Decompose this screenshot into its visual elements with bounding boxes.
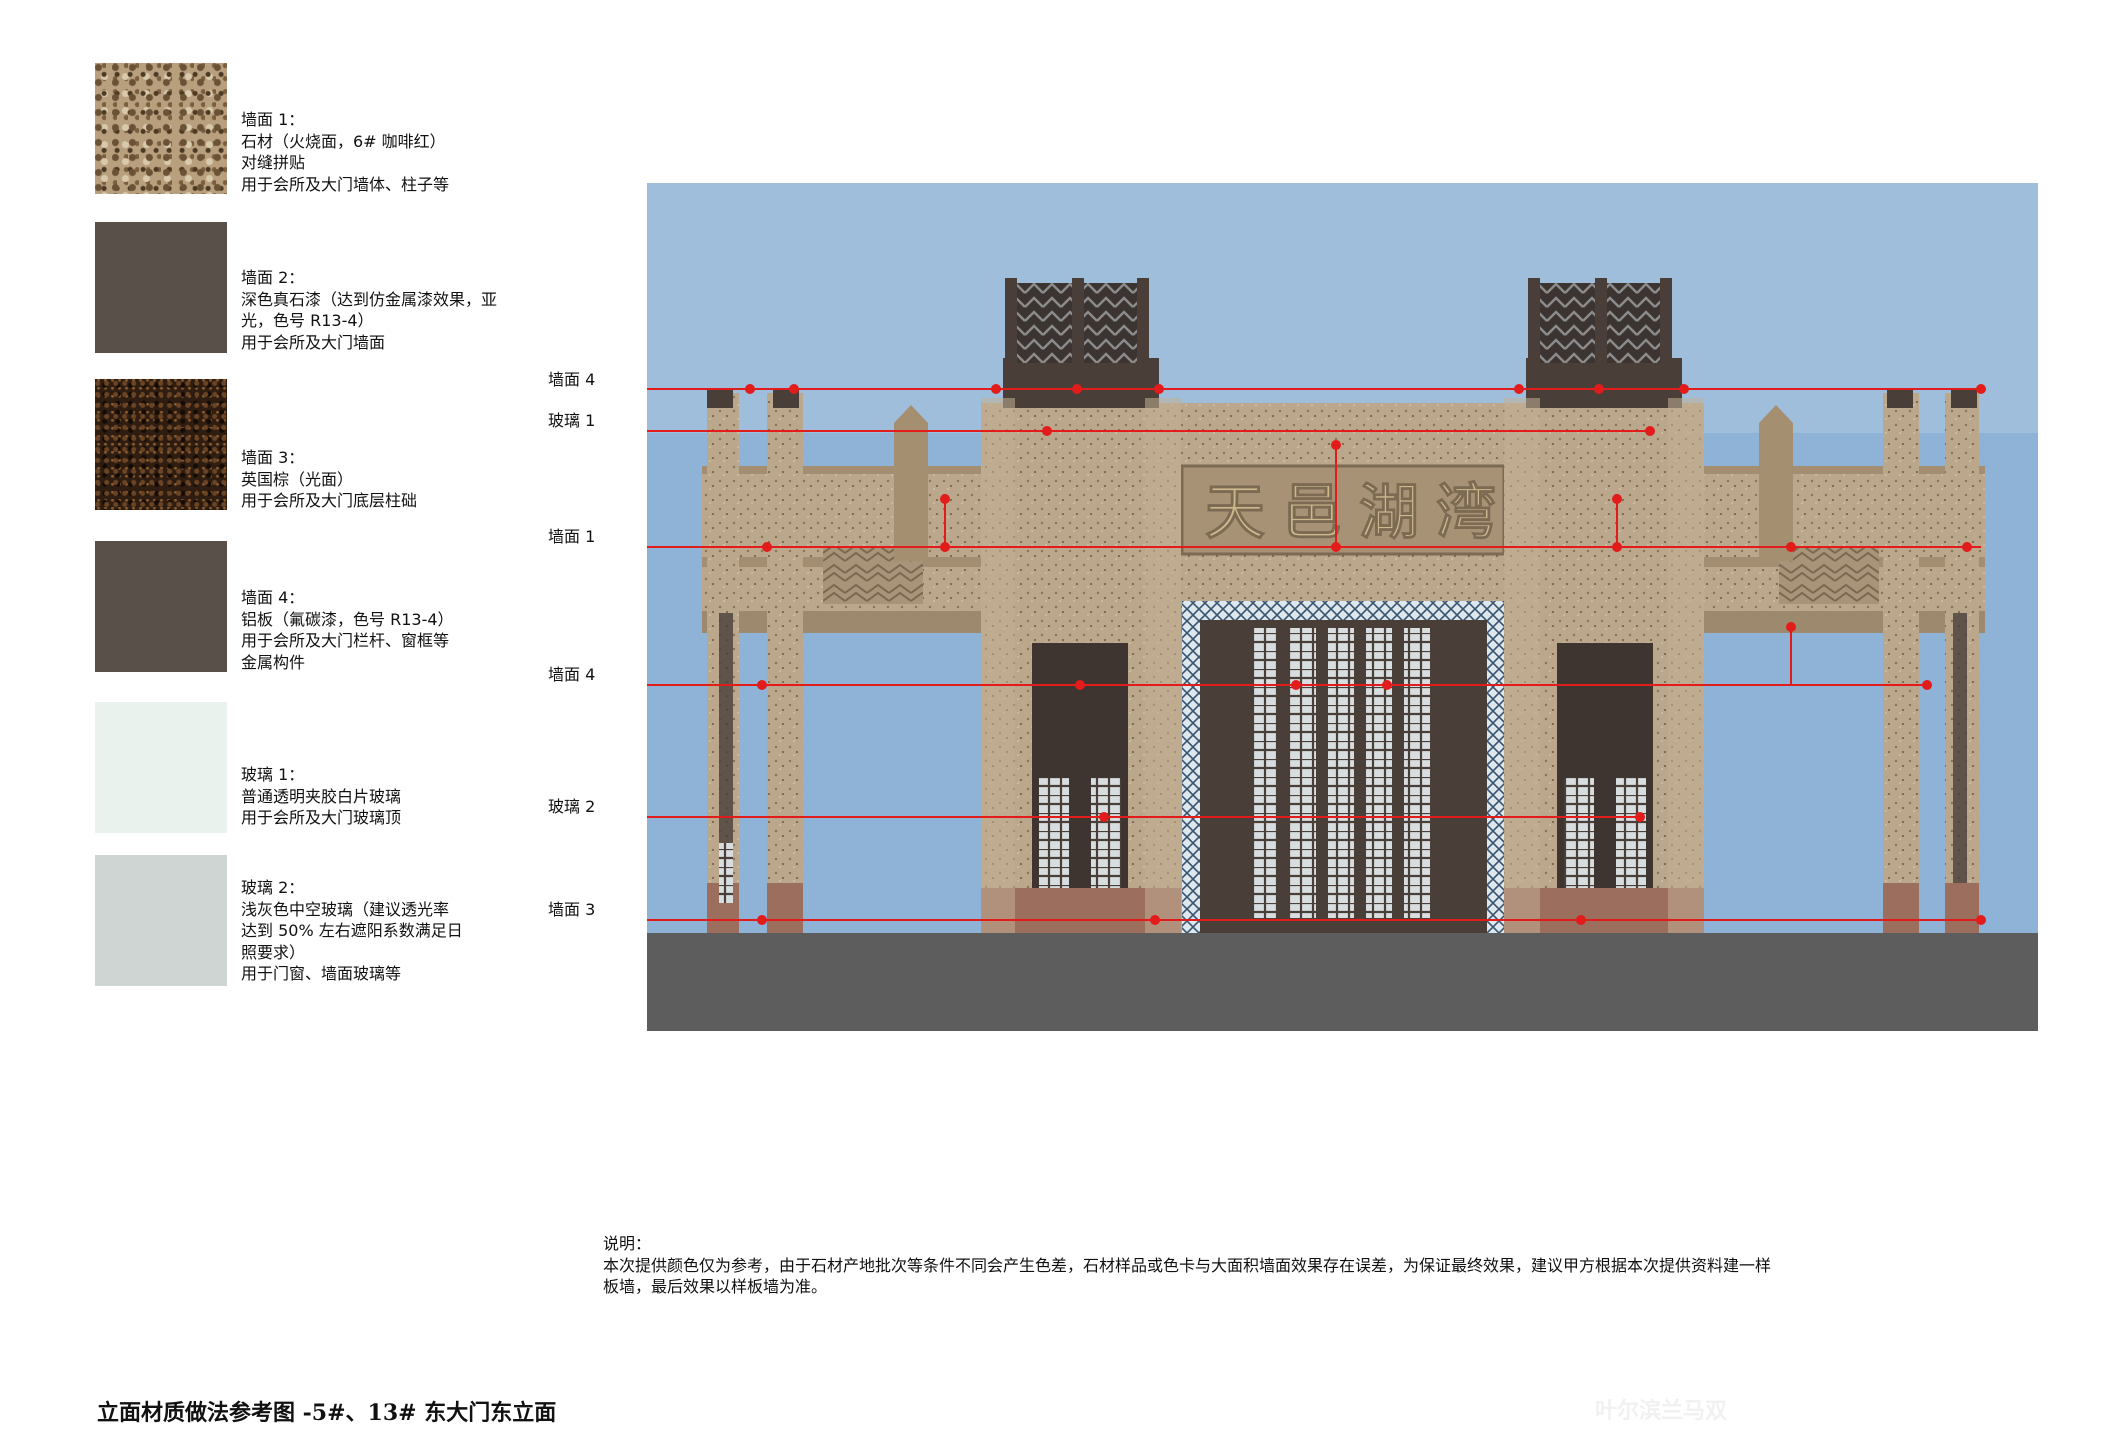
callout-label: 墙面 3: [548, 900, 596, 919]
material-line: 普通透明夹胶白片玻璃: [241, 786, 402, 806]
material-line: 深色真石漆（达到仿金属漆效果，亚: [241, 289, 498, 309]
callout-label: 玻璃 2: [548, 797, 596, 816]
material-line: 用于会所及大门玻璃顶: [241, 808, 402, 827]
material-title: 墙面 4：: [241, 588, 305, 607]
ground: [647, 933, 2038, 1031]
material-title: 墙面 1：: [241, 110, 305, 129]
note-line: 本次提供颜色仅为参考，由于石材产地批次等条件不同会产生色差，石材样品或色卡与大面…: [603, 1255, 1772, 1275]
callout-label: 玻璃 1: [548, 411, 596, 430]
material-title: 墙面 3：: [241, 448, 305, 467]
callout-label: 墙面 1: [548, 527, 596, 546]
material-label-glass-1: 玻璃 1： 普通透明夹胶白片玻璃 用于会所及大门玻璃顶: [241, 764, 541, 829]
material-swatch-wall-1: [95, 63, 227, 194]
material-label-wall-1: 墙面 1： 石材（火烧面，6# 咖啡红） 对缝拼贴 用于会所及大门墙体、柱子等: [241, 109, 541, 195]
material-label-wall-3: 墙面 3： 英国棕（光面） 用于会所及大门底层柱础: [241, 447, 541, 512]
gate-sign-char: 邑: [1282, 478, 1342, 548]
material-line: 用于会所及大门墙面: [241, 332, 386, 352]
material-line: 用于会所及大门栏杆、窗框等: [241, 631, 450, 650]
material-label-wall-4: 墙面 4： 铝板（氟碳漆，色号 R13-4） 用于会所及大门栏杆、窗框等 金属构…: [241, 587, 541, 673]
material-label-glass-2: 玻璃 2： 浅灰色中空玻璃（建议透光率 达到 50% 左右遮阳系数满足日 照要求…: [241, 877, 541, 985]
material-swatch-wall-2: [95, 222, 227, 353]
material-line: 石材（火烧面，6# 咖啡红）: [241, 131, 446, 151]
faint-watermark-text: 叶尔滨兰马双: [1595, 1399, 1728, 1424]
material-swatch-wall-3: [95, 379, 227, 510]
material-line: 金属构件: [241, 652, 306, 672]
gate-sign-char: 湾: [1436, 478, 1496, 548]
material-swatch-glass-1: [95, 702, 227, 833]
material-line: 达到 50% 左右遮阳系数满足日: [241, 921, 463, 940]
material-line: 用于会所及大门底层柱础: [241, 491, 418, 510]
gate-elevation-drawing: 天 邑 湖 湾: [647, 183, 2038, 1031]
material-line: 浅灰色中空玻璃（建议透光率: [241, 899, 450, 919]
callout-dots: [745, 384, 1986, 925]
material-title: 玻璃 1：: [241, 765, 305, 784]
material-swatch-wall-4: [95, 541, 227, 672]
material-swatch-glass-2: [95, 855, 227, 986]
material-label-wall-2: 墙面 2： 深色真石漆（达到仿金属漆效果，亚 光，色号 R13-4） 用于会所及…: [241, 267, 541, 353]
material-title: 玻璃 2：: [241, 878, 305, 897]
note-block: 说明： 本次提供颜色仅为参考，由于石材产地批次等条件不同会产生色差，石材样品或色…: [603, 1233, 1973, 1298]
callout-label: 墙面 4: [548, 370, 596, 389]
callout-lines: [647, 388, 1981, 921]
gate-sign-char: 天: [1205, 478, 1265, 548]
material-line: 英国棕（光面）: [241, 469, 354, 489]
note-heading: 说明：: [603, 1234, 652, 1253]
material-line: 光，色号 R13-4）: [241, 311, 374, 330]
material-line: 铝板（氟碳漆，色号 R13-4）: [241, 609, 454, 629]
page-title: 立面材质做法参考图 -5#、13# 东大门东立面: [97, 1400, 557, 1426]
material-line: 用于会所及大门墙体、柱子等: [241, 174, 450, 194]
material-line: 用于门窗、墙面玻璃等: [241, 964, 402, 983]
material-line: 照要求）: [241, 942, 306, 962]
gate-sign-char: 湖: [1359, 478, 1419, 548]
material-title: 墙面 2：: [241, 268, 305, 287]
material-line: 对缝拼贴: [241, 153, 306, 172]
note-line: 板墙，最后效果以样板墙为准。: [603, 1277, 828, 1296]
callout-label: 墙面 4: [548, 665, 596, 684]
